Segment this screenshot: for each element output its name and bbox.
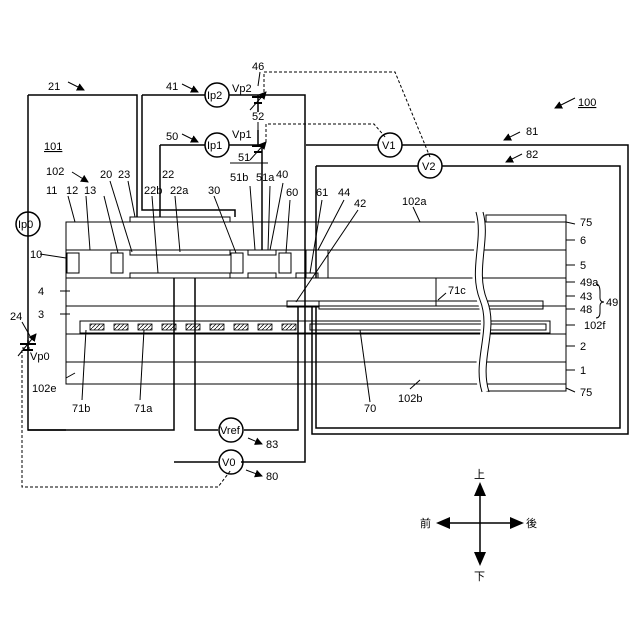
label-83: 83 [266, 439, 278, 451]
heater-segment [234, 324, 248, 330]
label-1: 1 [580, 365, 586, 377]
label-43: 43 [580, 291, 592, 303]
label-6: 6 [580, 235, 586, 247]
heater-segment [114, 324, 128, 330]
label-24: 24 [10, 311, 22, 323]
meter-v0-label: V0 [222, 457, 235, 469]
auxiliary-electrode-51-bottom [248, 273, 276, 278]
heater-segment [210, 324, 224, 330]
meter-ip1-label: Ip1 [207, 140, 222, 152]
meter-v1-label: V1 [382, 140, 395, 152]
first-chamber [66, 250, 306, 278]
direction-indicator: 上 下 前 後 [420, 468, 537, 583]
label-61: 61 [316, 187, 328, 199]
label-51: 51 [238, 152, 250, 164]
label-22b: 22b [144, 185, 162, 197]
label-82: 82 [526, 149, 538, 161]
label-102: 102 [46, 166, 64, 178]
label-21: 21 [48, 81, 60, 93]
label-101: 101 [44, 141, 62, 153]
label-102e: 102e [32, 383, 56, 395]
protective-layer-75-top [486, 215, 566, 222]
label-4: 4 [38, 286, 44, 298]
direction-down-label: 下 [474, 571, 485, 583]
label-71a: 71a [134, 403, 153, 415]
meter-ip0-label: Ip0 [18, 219, 33, 231]
heater-segment [258, 324, 272, 330]
label-42: 42 [354, 198, 366, 210]
label-102b: 102b [398, 393, 422, 405]
heater-segment [282, 324, 296, 330]
label-11: 11 [46, 185, 57, 197]
label-60: 60 [286, 187, 298, 199]
diffusion-layer-11 [67, 253, 79, 273]
direction-back-label: 後 [526, 516, 537, 530]
label-75-top: 75 [580, 217, 592, 229]
meter-v2-label: V2 [422, 161, 435, 173]
outer-pump-electrode-22 [130, 217, 230, 222]
source-vp1-label: Vp1 [232, 129, 252, 141]
label-2: 2 [580, 341, 586, 353]
label-49: 49 [606, 297, 618, 309]
label-75-bottom: 75 [580, 387, 592, 399]
second-chamber [306, 250, 328, 278]
label-49a: 49a [580, 277, 599, 289]
label-23: 23 [118, 169, 130, 181]
heater-segment [138, 324, 152, 330]
diffusion-layer-30 [231, 253, 243, 273]
label-81: 81 [526, 126, 538, 138]
label-41: 41 [166, 81, 178, 93]
protective-layer-75-bottom [486, 384, 566, 391]
label-44: 44 [338, 187, 350, 199]
brace-49 [596, 284, 604, 318]
label-80: 80 [266, 471, 278, 483]
label-50: 50 [166, 131, 178, 143]
source-vp2-label: Vp2 [232, 83, 252, 95]
label-100: 100 [578, 97, 596, 109]
direction-front-label: 前 [420, 516, 431, 530]
direction-up-label: 上 [474, 468, 485, 481]
label-48: 48 [580, 304, 592, 316]
layer-4 [66, 278, 566, 306]
label-102a: 102a [402, 196, 427, 208]
label-102f: 102f [584, 320, 606, 332]
label-70: 70 [364, 403, 376, 415]
diffusion-layer-60 [279, 253, 291, 273]
label-51a: 51a [256, 172, 275, 184]
label-22a: 22a [170, 185, 189, 197]
label-20: 20 [100, 169, 112, 181]
source-vp0-label: Vp0 [30, 351, 50, 363]
label-12: 12 [66, 185, 78, 197]
label-13: 13 [84, 185, 96, 197]
label-40: 40 [276, 169, 288, 181]
label-71c: 71c [448, 285, 466, 297]
heater-lead-70 [310, 324, 546, 330]
inner-electrode-22-bottom [130, 273, 230, 278]
meter-vref-label: Vref [220, 425, 241, 437]
label-10: 10 [30, 249, 42, 261]
auxiliary-electrode-51-top [248, 250, 276, 255]
label-52: 52 [252, 111, 264, 123]
meter-ip2-label: Ip2 [207, 90, 222, 102]
heater-segment [90, 324, 104, 330]
heater-segments [90, 324, 296, 330]
label-71b: 71b [72, 403, 90, 415]
label-46: 46 [252, 61, 264, 73]
porous-layer-48 [319, 301, 543, 309]
diffusion-layer-13 [111, 253, 123, 273]
label-3: 3 [38, 309, 44, 321]
label-22: 22 [162, 169, 174, 181]
label-5: 5 [580, 260, 586, 272]
label-30: 30 [208, 185, 220, 197]
label-51b: 51b [230, 172, 248, 184]
heater-segment [186, 324, 200, 330]
